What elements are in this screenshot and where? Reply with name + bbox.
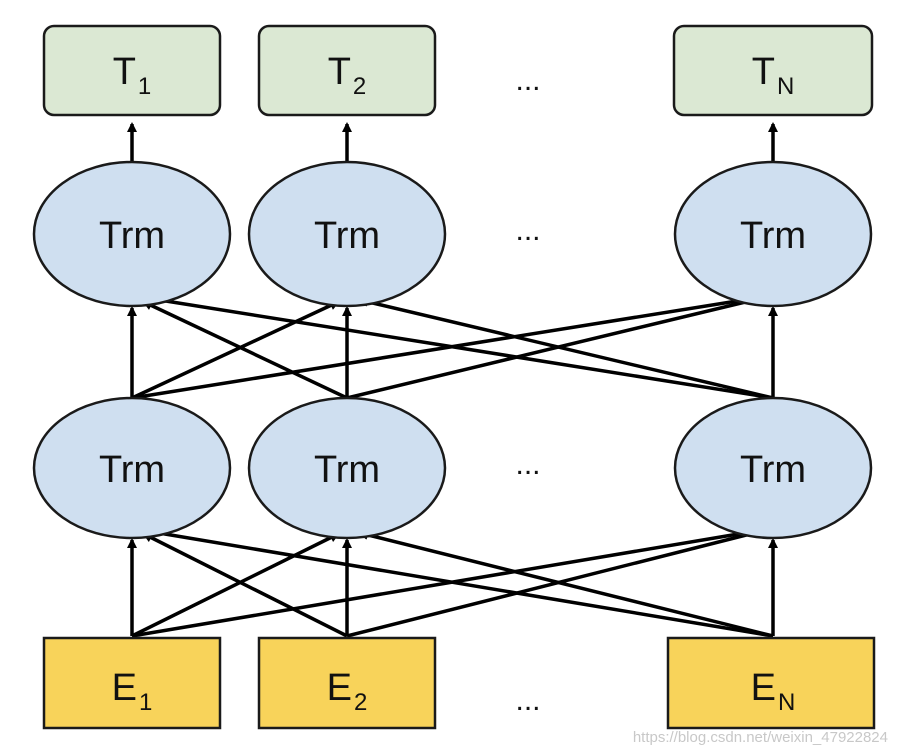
connection-arrows <box>127 122 778 638</box>
arrow-layer1-to-layer2 <box>142 300 348 400</box>
arrow-input-to-layer1 <box>131 532 340 638</box>
input-label-base: E <box>327 667 352 709</box>
arrow-input-to-layer1 <box>358 530 774 638</box>
trm-node: Trm <box>673 160 873 308</box>
input-label-base: E <box>112 667 137 709</box>
arrow-layer1-to-layer2 <box>145 294 774 400</box>
input-node-e2: E2 <box>257 636 437 730</box>
output-node-t2: T2 <box>257 24 437 117</box>
trm-node: Trm <box>32 160 232 308</box>
output-label-sub: 2 <box>353 73 366 100</box>
svg-text:E1: E1 <box>112 667 153 716</box>
trm-label: Trm <box>740 449 806 491</box>
svg-text:T2: T2 <box>328 51 367 100</box>
output-ellipsis: ... <box>515 64 540 97</box>
trm-label: Trm <box>314 215 380 257</box>
input-row: E1 E2 ... EN <box>42 636 876 730</box>
svg-text:T1: T1 <box>113 51 152 100</box>
arrow-layer1-to-layer2 <box>346 295 764 400</box>
watermark-text: https://blog.csdn.net/weixin_47922824 <box>633 729 888 746</box>
trm-label: Trm <box>314 449 380 491</box>
input-ellipsis: ... <box>515 684 540 717</box>
trm-label: Trm <box>99 215 165 257</box>
trm-node: Trm <box>32 396 232 540</box>
arrow-input-to-layer1 <box>145 527 774 638</box>
input-label-base: E <box>751 667 776 709</box>
trm-node: Trm <box>247 396 447 540</box>
output-label-base: T <box>328 51 351 93</box>
arrow-layer1-to-layer2 <box>131 300 340 400</box>
transformer-layer-1: Trm Trm ... Trm <box>32 396 873 540</box>
output-row: T1 T2 ... TN <box>42 24 874 117</box>
layer1-ellipsis: ... <box>515 448 540 481</box>
input-node-e1: E1 <box>42 636 222 730</box>
input-node-en: EN <box>666 636 876 730</box>
arrow-input-to-layer1 <box>346 528 764 638</box>
arrow-layer1-to-layer2 <box>358 296 774 400</box>
output-label-base: T <box>752 51 775 93</box>
input-label-sub: 2 <box>354 689 367 716</box>
trm-label: Trm <box>740 215 806 257</box>
layer2-ellipsis: ... <box>515 214 540 247</box>
input-label-sub: N <box>778 689 795 716</box>
input-label-sub: 1 <box>139 689 152 716</box>
output-label-sub: 1 <box>138 73 151 100</box>
output-label-sub: N <box>777 73 794 100</box>
svg-text:EN: EN <box>751 667 796 716</box>
output-node-t1: T1 <box>42 24 222 117</box>
trm-node: Trm <box>247 160 447 308</box>
trm-node: Trm <box>673 396 873 540</box>
transformer-layer-2: Trm Trm ... Trm <box>32 160 873 308</box>
output-node-tn: TN <box>672 24 874 117</box>
output-label-base: T <box>113 51 136 93</box>
svg-text:TN: TN <box>752 51 795 100</box>
arrow-input-to-layer1 <box>142 532 348 638</box>
svg-text:E2: E2 <box>327 667 368 716</box>
trm-label: Trm <box>99 449 165 491</box>
